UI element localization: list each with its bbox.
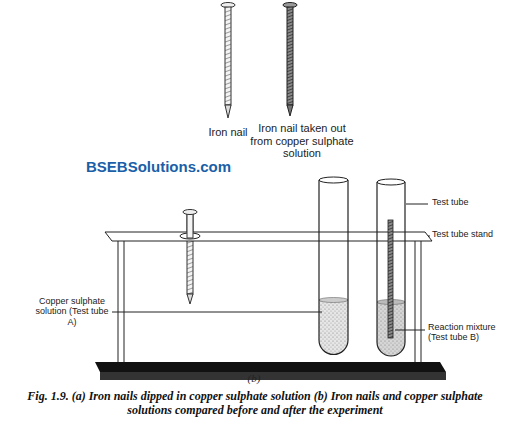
test-tube bbox=[319, 177, 348, 355]
iron-nail bbox=[187, 214, 193, 238]
part-label: Reaction mixture (Test tube B) bbox=[428, 322, 506, 343]
stand-platform bbox=[105, 232, 432, 241]
stand-leg bbox=[118, 240, 124, 364]
part-label: Test tube stand bbox=[432, 229, 506, 239]
leader-line bbox=[395, 330, 425, 331]
nail-head bbox=[183, 210, 197, 215]
leader-line bbox=[428, 236, 430, 237]
stand-leg bbox=[415, 240, 421, 364]
coated-iron-nail bbox=[283, 3, 297, 117]
test-tube bbox=[377, 179, 405, 356]
part-label: Test tube bbox=[432, 197, 504, 207]
part-label: Iron nail taken out from copper sulphate… bbox=[248, 122, 356, 160]
figure-caption: Fig. 1.9. (a) Iron nails dipped in coppe… bbox=[8, 389, 502, 417]
stand-base bbox=[95, 362, 446, 372]
stand-base bbox=[100, 372, 446, 380]
iron-nail bbox=[187, 214, 193, 304]
leader-line bbox=[112, 312, 322, 313]
iron-nail bbox=[221, 3, 235, 119]
subfigure-label: (b) bbox=[236, 372, 272, 385]
part-label: Copper sulphate solution (Test tube A) bbox=[34, 296, 110, 327]
watermark: BSEBSolutions.com bbox=[86, 158, 246, 175]
leader-line bbox=[406, 204, 428, 205]
